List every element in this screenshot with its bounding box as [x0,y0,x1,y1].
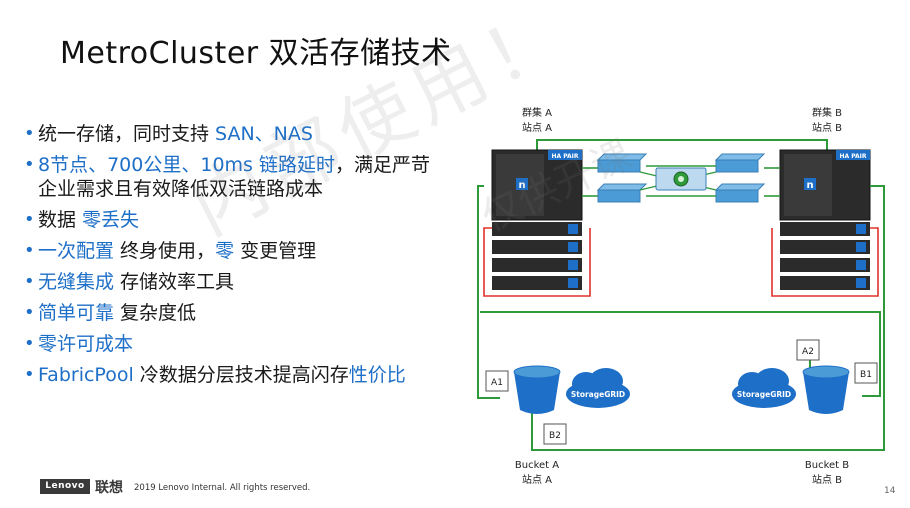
svg-text:A1: A1 [491,378,503,388]
link-a-to-bucket-b [480,311,881,397]
svg-text:A2: A2 [802,347,814,357]
storagegrid-cloud-a: StorageGRID [566,368,630,408]
bullet-text: 终身使用， [114,240,216,262]
bullet-list: 统一存储，同时支持 SAN、NAS 8节点、700公里、10ms 链路延时，满足严… [24,122,444,394]
fc-switches-a [596,153,648,203]
cluster-b-label: 群集 B [812,106,842,119]
controller-b: HA PAIR n [779,149,871,221]
bullet-text: 性价比 [348,364,406,386]
label-b1: B1 [854,362,878,384]
bullet-item: 8节点、700公里、10ms 链路延时，满足严苛企业需求且有效降低双活链路成本 [24,153,444,201]
storagegrid-label-a: StorageGRID [571,390,625,399]
label-a1: A1 [485,370,509,392]
cluster-a-label: 群集 A [522,106,552,119]
label-b2: B2 [543,423,567,445]
netapp-logo-a: n [518,180,525,191]
bucket-a-label: Bucket A [515,460,559,471]
disk-shelves-a [492,222,582,290]
bullet-text: SAN、NAS [215,123,313,145]
site-a-label: 站点 A [522,121,552,134]
bullet-item: 简单可靠 复杂度低 [24,301,444,325]
bullet-text: FabricPool [38,364,134,386]
bullet-text: 统一存储，同时支持 [38,123,216,145]
label-a2: A2 [796,339,820,361]
storagegrid-cloud-b: StorageGRID [732,368,796,408]
bullet-text: 数据 [38,209,83,231]
bucket-a-icon [513,365,561,414]
bucket-b-icon [802,365,850,414]
bucket-b-site-label: 站点 B [812,473,842,486]
page-number: 14 [884,486,896,496]
bullet-text: 变更管理 [234,240,317,262]
site-b-label: 站点 B [812,121,842,134]
sas-cabling-a [483,227,591,297]
bullet-text: 零丢失 [82,209,140,231]
copyright-text: 2019 Lenovo Internal. All rights reserve… [134,483,311,493]
fc-switches-b [714,153,766,203]
bullet-text: 存储效率工具 [114,271,235,293]
disk-shelves-b [780,222,870,290]
bullet-item: 一次配置 终身使用，零 变更管理 [24,239,444,263]
storagegrid-label-b: StorageGRID [737,390,791,399]
bucket-b-label: Bucket B [805,460,849,471]
fc-bridge [655,167,707,191]
ha-pair-label-a: HA PAIR [551,153,578,160]
slide-title: MetroCluster 双活存储技术 [60,36,452,71]
bullet-text: 8节点、700公里、10ms 链路延时 [38,154,335,176]
link-a-to-bucket-a [477,185,500,399]
link-b-to-bucket-a [531,185,885,451]
sas-cabling-b [771,227,879,297]
bullet-item: FabricPool 冷数据分层技术提高闪存性价比 [24,363,444,387]
bullet-text: ，满足严苛企业需求且有效降低双活链路成本 [38,154,430,200]
lenovo-logo: Lenovo [40,479,90,494]
controller-a: HA PAIR n [491,149,583,221]
bucket-a-site-label: 站点 A [522,473,552,486]
cluster-top-link [536,139,828,152]
bullet-text: 冷数据分层技术提高闪存 [133,364,349,386]
lenovo-logo-cn: 联想 [95,480,123,496]
bullet-item: 统一存储，同时支持 SAN、NAS [24,122,444,146]
bullet-text: 零 [215,240,235,262]
bullet-text: 零许可成本 [38,333,134,355]
bullet-item: 零许可成本 [24,332,444,356]
bullet-item: 数据 零丢失 [24,208,444,232]
ha-pair-label-b: HA PAIR [839,153,866,160]
bullet-item: 无缝集成 存储效率工具 [24,270,444,294]
bullet-text: 无缝集成 [38,271,115,293]
bullet-text: 一次配置 [38,240,115,262]
netapp-logo-b: n [806,180,813,191]
bullet-text: 复杂度低 [114,302,197,324]
svg-text:B1: B1 [860,370,872,380]
svg-text:B2: B2 [549,431,561,441]
bullet-text: 简单可靠 [38,302,115,324]
